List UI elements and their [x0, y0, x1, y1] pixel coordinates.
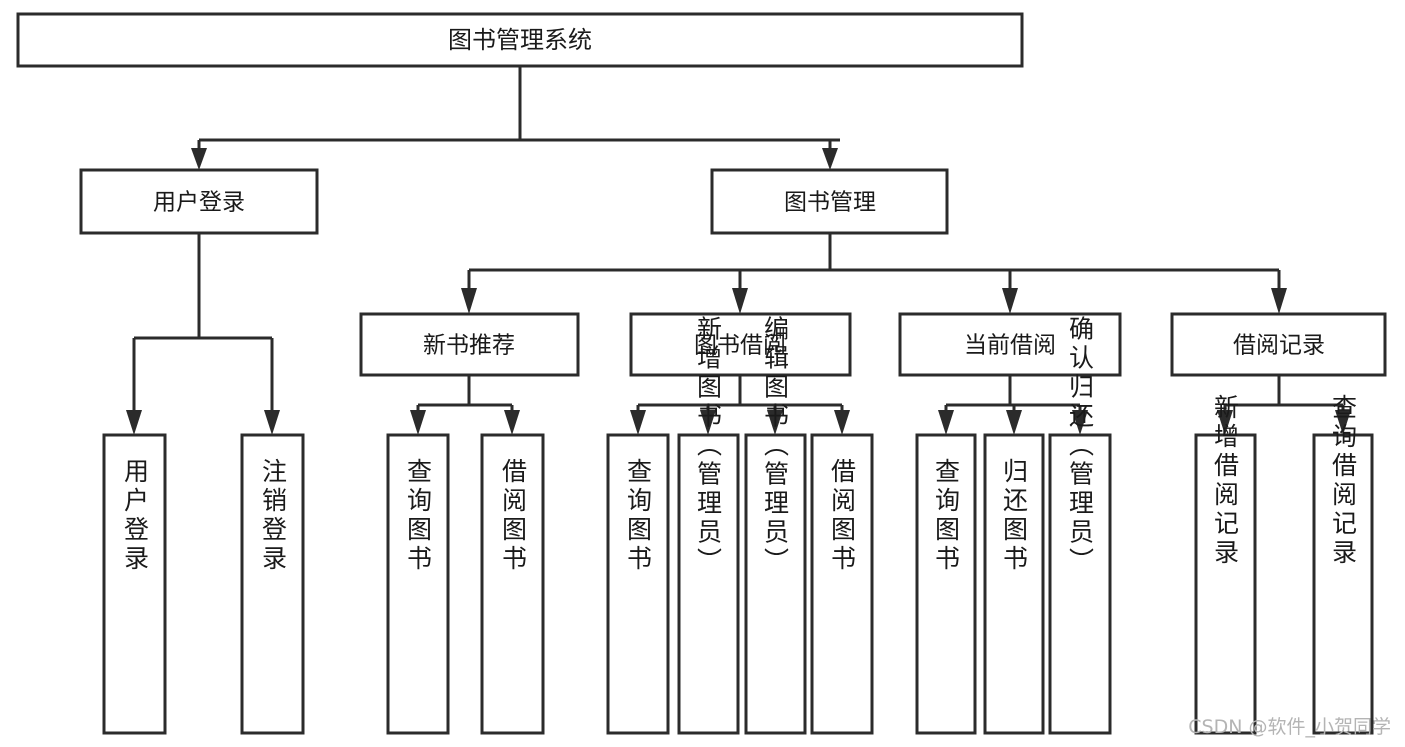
node-user-login[interactable]: 用户登录 — [79, 168, 319, 235]
node-borrow-book-borrow-box[interactable] — [810, 433, 874, 735]
arrowhead-return-book-current — [1006, 410, 1022, 435]
node-root[interactable]: 图书管理系统 — [16, 12, 1024, 68]
arrowhead-user-login — [191, 148, 207, 170]
node-root-box[interactable] — [16, 12, 1024, 68]
arrowhead-borrow-book-recommend — [504, 410, 520, 435]
connector-layer — [126, 66, 1351, 435]
node-add-book-admin[interactable]: 新增图书（管理员） — [677, 316, 740, 735]
node-borrow-record-label: 借阅记录 — [1233, 333, 1325, 359]
arrowhead-query-borrow-record — [1335, 410, 1351, 435]
node-query-book-recommend-label: 查询图书 — [404, 458, 433, 574]
node-query-book-borrow[interactable]: 查询图书 — [606, 433, 670, 735]
arrowhead-borrow-record — [1271, 288, 1287, 314]
node-add-borrow-record-label: 新增借阅记录 — [1211, 394, 1240, 568]
node-new-book-recommend[interactable]: 新书推荐 — [359, 312, 580, 377]
node-query-book-current-label: 查询图书 — [932, 458, 961, 574]
node-book-borrow-label: 图书借阅 — [694, 333, 786, 359]
arrowhead-edit-book-admin — [767, 410, 783, 435]
arrowhead-new-book-recommend — [461, 288, 477, 314]
node-query-borrow-record-label: 查询借阅记录 — [1329, 394, 1358, 568]
node-borrow-record-box[interactable] — [1170, 312, 1387, 377]
node-return-book-current-label: 归还图书 — [1000, 458, 1029, 574]
node-query-borrow-record-box[interactable] — [1312, 433, 1374, 735]
node-borrow-record[interactable]: 借阅记录 — [1170, 312, 1387, 377]
node-query-borrow-record[interactable]: 查询借阅记录 — [1312, 394, 1374, 735]
arrowhead-add-borrow-record — [1217, 410, 1233, 435]
node-query-book-current[interactable]: 查询图书 — [915, 433, 977, 735]
node-add-book-admin-box[interactable] — [677, 433, 740, 735]
node-return-book-current[interactable]: 归还图书 — [983, 433, 1045, 735]
node-add-borrow-record[interactable]: 新增借阅记录 — [1194, 394, 1257, 735]
node-query-book-current-box[interactable] — [915, 433, 977, 735]
arrowhead-user-logout-leaf — [264, 410, 280, 435]
node-book-management[interactable]: 图书管理 — [710, 168, 949, 235]
arrowhead-query-book-current — [938, 410, 954, 435]
arrowhead-query-book-borrow — [630, 410, 646, 435]
node-new-book-recommend-label: 新书推荐 — [423, 333, 515, 359]
arrowhead-book-borrow — [732, 288, 748, 314]
node-query-book-recommend-box[interactable] — [386, 433, 450, 735]
node-borrow-book-recommend-box[interactable] — [480, 433, 545, 735]
node-query-book-recommend[interactable]: 查询图书 — [386, 433, 450, 735]
node-confirm-return-admin[interactable]: 确认归还（管理员） — [1048, 316, 1112, 735]
node-current-borrow[interactable]: 当前借阅 — [898, 312, 1122, 377]
node-return-book-current-box[interactable] — [983, 433, 1045, 735]
node-borrow-book-borrow[interactable]: 借阅图书 — [810, 433, 874, 735]
node-user-logout-leaf[interactable]: 注销登录 — [240, 433, 305, 735]
node-book-borrow[interactable]: 图书借阅 — [629, 312, 852, 377]
node-book-management-label: 图书管理 — [784, 190, 876, 216]
node-edit-book-admin-label: 编辑图书（管理员） — [761, 316, 790, 577]
arrowhead-current-borrow — [1002, 288, 1018, 314]
node-user-login-label: 用户登录 — [153, 190, 245, 216]
node-new-book-recommend-box[interactable] — [359, 312, 580, 377]
node-root-label: 图书管理系统 — [448, 26, 592, 54]
node-query-book-borrow-box[interactable] — [606, 433, 670, 735]
arrowhead-book-management — [822, 148, 838, 170]
node-user-login-box[interactable] — [79, 168, 319, 235]
arrowhead-user-login-leaf — [126, 410, 142, 435]
node-confirm-return-admin-label: 确认归还（管理员） — [1066, 316, 1095, 577]
arrowhead-confirm-return-admin — [1072, 410, 1088, 435]
node-user-logout-leaf-label: 注销登录 — [259, 458, 288, 574]
node-current-borrow-box[interactable] — [898, 312, 1122, 377]
node-add-book-admin-label: 新增图书（管理员） — [694, 316, 723, 577]
node-book-borrow-box[interactable] — [629, 312, 852, 377]
arrowhead-query-book-recommend — [410, 410, 426, 435]
node-borrow-book-recommend-label: 借阅图书 — [499, 458, 528, 574]
node-add-borrow-record-box[interactable] — [1194, 433, 1257, 735]
node-confirm-return-admin-box[interactable] — [1048, 433, 1112, 735]
node-borrow-book-borrow-label: 借阅图书 — [828, 458, 857, 574]
node-current-borrow-label: 当前借阅 — [964, 333, 1056, 359]
node-user-login-leaf[interactable]: 用户登录 — [102, 433, 167, 735]
node-user-logout-leaf-box[interactable] — [240, 433, 305, 735]
node-borrow-book-recommend[interactable]: 借阅图书 — [480, 433, 545, 735]
node-edit-book-admin-box[interactable] — [744, 433, 807, 735]
arrowhead-add-book-admin — [700, 410, 716, 435]
node-user-login-leaf-box[interactable] — [102, 433, 167, 735]
node-edit-book-admin[interactable]: 编辑图书（管理员） — [744, 316, 807, 735]
node-book-management-box[interactable] — [710, 168, 949, 235]
node-query-book-borrow-label: 查询图书 — [624, 458, 653, 574]
node-user-login-leaf-label: 用户登录 — [121, 458, 150, 574]
arrowhead-borrow-book-borrow — [834, 410, 850, 435]
